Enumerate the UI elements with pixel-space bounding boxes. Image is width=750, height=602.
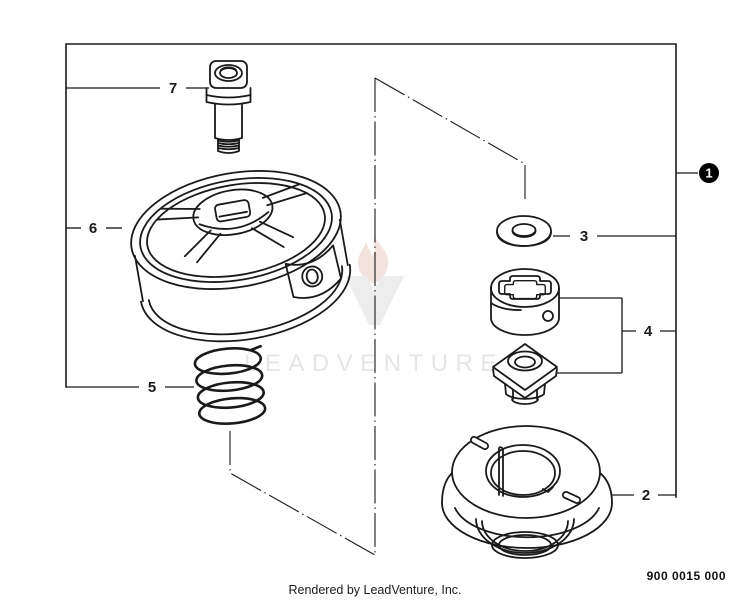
- bolt-drawing: [205, 60, 252, 154]
- spool-drawing: [130, 170, 352, 343]
- spring-drawing: [193, 344, 267, 425]
- leadventure-watermark: LEADVENTURE: [244, 236, 504, 377]
- callout-label-7: 7: [169, 80, 177, 97]
- drive-adapter-drawing: [490, 268, 560, 336]
- watermark-flame-icon: [357, 236, 389, 284]
- callout-leader-lines: [66, 87, 698, 496]
- flanged-nut-drawing: [492, 343, 558, 405]
- callout-1-badge: 1: [699, 163, 719, 183]
- housing-drawing: [441, 425, 613, 559]
- callout-label-2: 2: [642, 487, 650, 504]
- callout-label-1: 1: [705, 166, 712, 181]
- callout-label-6: 6: [89, 220, 97, 237]
- callout-labels: 7 6 5 3 4 2: [89, 80, 653, 504]
- callout-label-3: 3: [580, 228, 588, 245]
- rendered-by-credit: Rendered by LeadVenture, Inc.: [288, 583, 461, 597]
- callout-label-5: 5: [148, 379, 156, 396]
- washer-drawing: [496, 215, 552, 247]
- callout-1-circle: [699, 163, 719, 183]
- assembly-axis-lines: [229, 77, 526, 556]
- watermark-text: LEADVENTURE: [244, 350, 504, 377]
- catalog-part-number: 900 0015 000: [647, 569, 726, 583]
- callout-label-4: 4: [644, 323, 653, 340]
- assembly-boundary-line: [65, 43, 677, 498]
